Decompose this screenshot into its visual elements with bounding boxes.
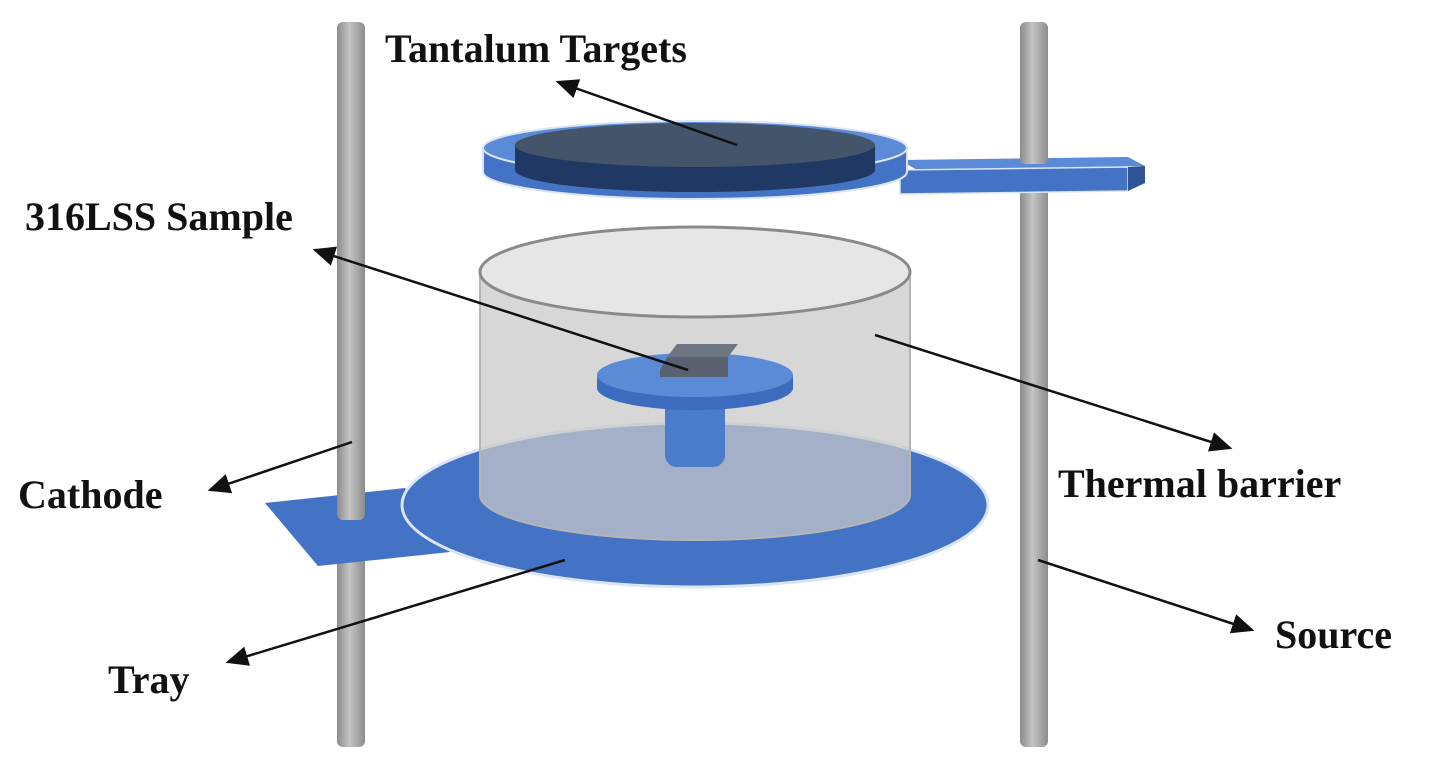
thermal-barrier-rim — [478, 225, 912, 319]
arrow-source — [1037, 558, 1255, 634]
label-tray: Tray — [108, 657, 189, 702]
tantalum-target-top — [515, 123, 875, 167]
arrow-thermal-barrier — [874, 333, 1233, 452]
arrow-tantalum-targets — [555, 79, 738, 147]
cathode-rod — [337, 22, 365, 747]
cathode-rod-front — [337, 440, 365, 520]
target-arm-top — [900, 157, 1145, 170]
label-source: Source — [1275, 612, 1392, 657]
label-thermal-barrier: Thermal barrier — [1058, 461, 1341, 506]
source-rod-collar — [1020, 150, 1048, 164]
target-arm-front — [899, 166, 1129, 195]
sample-block — [667, 344, 738, 357]
arrow-sample — [312, 246, 689, 372]
target-arm-end — [1128, 166, 1145, 191]
sample-block-front — [660, 357, 728, 377]
label-sample: 316LSS Sample — [25, 194, 293, 239]
holder-stem — [665, 395, 725, 467]
arrow-tray — [225, 558, 566, 666]
label-tantalum-targets: Tantalum Targets — [385, 26, 687, 71]
label-cathode: Cathode — [18, 472, 162, 517]
arrow-cathode — [207, 440, 353, 494]
